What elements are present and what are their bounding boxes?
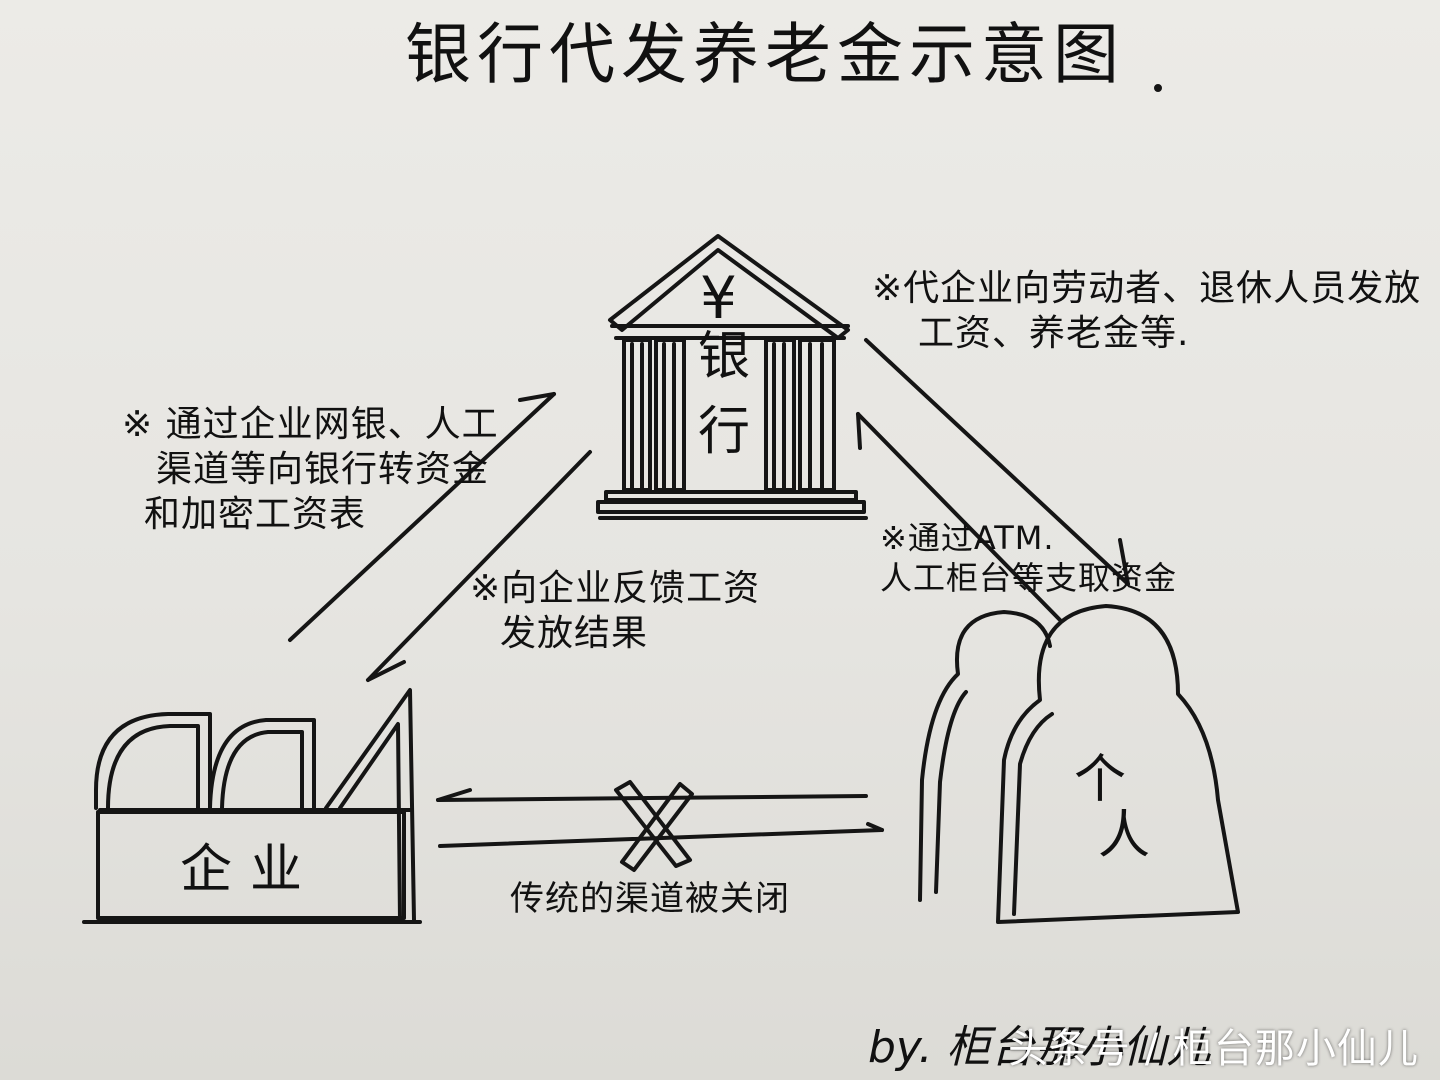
note-line: 发放结果: [500, 613, 649, 654]
factory-body: [96, 810, 406, 920]
note-line: 渠道等向银行转资金: [156, 449, 490, 490]
bank-steps: [604, 490, 858, 502]
closed-x-mark: [614, 780, 694, 872]
bank-yen-sign: ¥: [700, 264, 737, 332]
note-line: ※向企业反馈工资: [470, 568, 761, 609]
factory-arch-1: [94, 712, 212, 810]
bank-column-4: [798, 338, 836, 492]
note-line: 和加密工资表: [144, 494, 367, 535]
note-line: 人工柜台等支取资金: [880, 559, 1178, 597]
arrow-bank-to-company: [366, 450, 592, 682]
arrow-person-to-bank: [856, 412, 1062, 622]
note-bank-to-person: ※代企业向劳动者、退休人员发放 工资、养老金等.: [872, 266, 1421, 356]
person-label-char-1: 个: [1074, 750, 1127, 810]
bank-label: 银 行: [694, 320, 754, 471]
note-line: 工资、养老金等.: [918, 313, 1190, 354]
diagram-title: 银行代发养老金示意图: [405, 16, 1125, 93]
note-feedback-to-company: ※向企业反馈工资 发放结果: [470, 566, 760, 656]
person-figures: [918, 604, 1240, 924]
note-line: ※通过ATM.: [880, 519, 1055, 557]
bank-building: [596, 234, 868, 520]
company-label: 企业: [180, 840, 321, 900]
company-factory: [82, 688, 422, 924]
platform-watermark: 头条号 / 柜台那小仙儿: [1008, 1026, 1419, 1072]
note-company-to-bank: ※ 通过企业网银、人工 渠道等向银行转资金 和加密工资表: [122, 402, 499, 537]
factory-chimney: [324, 688, 416, 922]
note-line: ※ 通过企业网银、人工: [122, 404, 499, 445]
closed-channel-arrows: [436, 788, 884, 848]
bank-column-3: [764, 338, 796, 492]
arrow-bank-to-person: [864, 338, 1130, 586]
author-signature: by. 柜台那小仙儿: [868, 1022, 1211, 1073]
bank-label-char-2: 行: [697, 402, 750, 463]
arrow-company-to-bank: [288, 392, 556, 642]
person-label-char-2: 人: [1098, 806, 1151, 866]
person-front: [996, 604, 1240, 924]
bank-column-1: [622, 338, 652, 492]
title-period: [1154, 84, 1162, 92]
bank-label-char-1: 银: [697, 327, 750, 387]
note-line: ※代企业向劳动者、退休人员发放: [872, 268, 1422, 309]
factory-arch-2: [208, 718, 316, 810]
person-back: [918, 610, 1052, 902]
note-closed-channel: 传统的渠道被关闭: [510, 879, 790, 919]
note-atm-withdrawal: ※通过ATM. 人工柜台等支取资金: [880, 518, 1177, 598]
bank-column-2: [654, 338, 686, 492]
